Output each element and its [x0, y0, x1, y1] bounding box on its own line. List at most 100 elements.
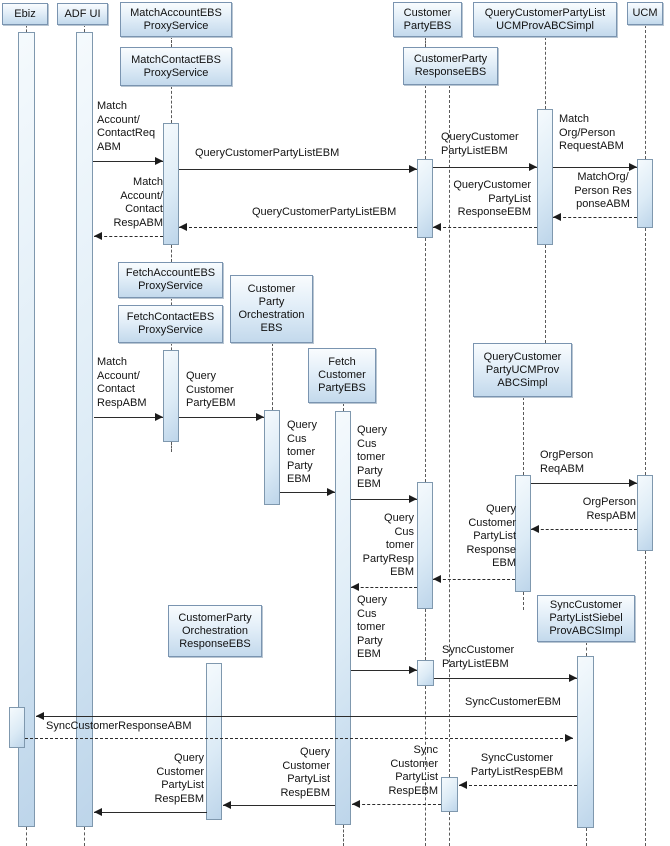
msg-org-person-req-abm-label: OrgPerson ReqABM [540, 449, 594, 475]
msg-sync-customer-party-list-ebm-arrowhead [569, 674, 577, 682]
lifeline-sync-customer-party-list-siebel-seg1 [586, 642, 587, 656]
msg-query-customer-party-list-ebm-2-label: QueryCustomer PartyListEBM [441, 131, 519, 157]
msg-sync-customer-ebm-line [36, 716, 577, 717]
actor-fetch-customer-party-ebs: Fetch Customer PartyEBS [308, 348, 376, 403]
msg-sync-customer-party-list-resp-ebm-line [459, 785, 577, 786]
activation-ucm-2 [637, 475, 653, 551]
msg-query-customer-party-list-ebm-return-label: QueryCustomerPartyListEBM [252, 206, 397, 218]
msg-query-customer-party-resp-ebm-label: Query Cus tomer PartyResp EBM [362, 512, 414, 578]
msg-query-customer-party-list-ebm-return-line [179, 227, 417, 228]
lifeline-sync-customer-party-list-siebel-seg2 [586, 828, 587, 846]
activation-customer-party-ebs-3 [417, 660, 434, 686]
msg-match-account-contact-resp-abm-2-label: Match Account/ Contact RespABM [97, 356, 147, 409]
msg-query-customer-party-ebm-fetch-line [351, 499, 417, 500]
lifeline-fetch-customer-party-seg1 [343, 403, 344, 411]
actor-fetch-contact-ebs-proxy: FetchContactEBS ProxyService [118, 305, 223, 343]
lifeline-match-fetch-proxy-seg3 [171, 245, 172, 262]
msg-org-person-resp-abm-label: OrgPerson RespABM [582, 496, 636, 522]
activation-fetch-customer-party [335, 411, 351, 825]
msg-query-customer-party-ebm-orch-line [280, 492, 335, 493]
activation-sync-customer-party-list-siebel [577, 656, 594, 828]
actor-match-contact-ebs-proxy: MatchContactEBS ProxyService [120, 47, 232, 86]
lifeline-customer-party-ebs-seg3 [425, 238, 426, 482]
lifeline-adf-ui-seg1 [84, 24, 85, 32]
lifeline-adf-ui-seg2 [84, 827, 85, 846]
lifeline-fetch-customer-party-seg2 [343, 825, 344, 846]
msg-query-customer-party-ebm-label: Query Customer PartyEBM [186, 370, 236, 409]
lifeline-orchestration-ebs-seg1 [272, 343, 273, 410]
lifeline-ucm-seg3 [645, 551, 646, 846]
activation-customer-party-ebs-1 [417, 159, 433, 238]
msg-sync-customer-party-list-ebm-line [434, 678, 577, 679]
lifeline-query-customer-party-list-ucm-seg2 [545, 245, 546, 343]
lifeline-query-customer-party-ucm-prov-seg1 [523, 397, 524, 475]
activation-orchestration-response-ebs [206, 663, 222, 820]
msg-match-org-person-request-abm-line [553, 167, 637, 168]
msg-match-account-contact-req-abm-label: Match Account/ ContactReq ABM [97, 100, 156, 153]
actor-ebiz: Ebiz [2, 3, 48, 25]
activation-match-proxy-1 [163, 123, 179, 245]
lifeline-ebiz-seg1 [26, 25, 27, 32]
msg-match-account-contact-resp-abm-1-arrowhead [94, 232, 102, 240]
msg-query-customer-party-list-ebm-req-label: QueryCustomerPartyListEBM [195, 147, 340, 159]
msg-sync-customer-response-abm-line [25, 738, 573, 739]
msg-sync-customer-ebm-arrowhead [36, 712, 44, 720]
lifeline-ebiz-seg2 [26, 827, 27, 846]
msg-query-customer-party-resp-ebm-arrowhead [351, 583, 359, 591]
msg-query-customer-party-ebm-sync-line [351, 670, 417, 671]
lifeline-customer-party-ebs-seg2 [425, 85, 426, 159]
msg-sync-customer-party-list-resp-ebm-2-line [352, 804, 441, 805]
msg-query-customer-party-list-ebm-req-line [179, 169, 417, 170]
msg-query-customer-party-list-response-ebm-label: QueryCustomer PartyList ResponseEBM [453, 179, 531, 218]
activation-orchestration-ebs [264, 410, 280, 505]
msg-sync-customer-party-list-resp-ebm-arrowhead [459, 781, 467, 789]
msg-query-customer-party-list-ebm-2-arrowhead [529, 163, 537, 171]
msg-query-customer-party-ebm-orch-label: Query Cus tomer Party EBM [287, 419, 317, 485]
msg-sync-customer-ebm-label: SyncCustomerEBM [465, 696, 561, 708]
activation-ebiz [18, 32, 35, 827]
activation-query-customer-party-ucm-prov [515, 475, 531, 592]
msg-query-customer-party-ebm-sync-arrowhead [409, 666, 417, 674]
msg-match-account-contact-resp-abm-2-arrowhead [155, 413, 163, 421]
msg-org-person-req-abm-arrowhead [629, 479, 637, 487]
actor-customer-party-orchestration-response-ebs: CustomerParty Orchestration ResponseEBS [168, 605, 262, 657]
msg-query-customer-party-list-response-ebm-2-label: Query Customer PartyList Response EBM [466, 503, 516, 569]
lifeline-query-customer-party-list-ucm-seg1 [545, 37, 546, 109]
msg-query-customer-party-list-resp-ebm-1-line [223, 805, 335, 806]
lifeline-match-fetch-proxy-seg2 [171, 86, 172, 123]
actor-query-customer-party-list-ucm-prov: QueryCustomerPartyList UCMProvABCSimpl [473, 2, 617, 37]
lifeline-match-fetch-proxy-seg1 [171, 36, 172, 47]
msg-match-account-contact-req-abm-arrowhead [155, 157, 163, 165]
activation-query-customer-party-list-ucm [537, 109, 553, 245]
activation-customer-party-ebs-2 [417, 482, 433, 609]
msg-query-customer-party-ebm-fetch-label: Query Cus tomer Party EBM [357, 424, 387, 490]
msg-sync-customer-party-list-resp-ebm-label: SyncCustomer PartyListRespEBM [470, 752, 564, 778]
msg-query-customer-party-ebm-line [179, 417, 264, 418]
msg-match-org-person-request-abm-arrowhead [629, 163, 637, 171]
actor-ucm: UCM [627, 2, 663, 25]
lifeline-query-customer-party-ucm-prov-seg2 [523, 592, 524, 610]
msg-match-account-contact-resp-abm-2-line [94, 417, 163, 418]
activation-adf-ui [76, 32, 93, 827]
lifeline-customer-party-response-ebs-seg1 [449, 85, 450, 777]
msg-query-customer-party-list-resp-ebm-1-arrowhead [223, 801, 231, 809]
actor-customer-party-orchestration-ebs: Customer Party Orchestration EBS [230, 275, 313, 343]
msg-query-customer-party-list-ebm-2-line [433, 167, 537, 168]
msg-org-person-req-abm-line [531, 483, 637, 484]
msg-query-customer-party-list-response-ebm-2-arrowhead [433, 575, 441, 583]
lifeline-customer-party-ebs-seg1 [425, 37, 426, 47]
msg-match-org-person-response-abm-line [553, 217, 637, 218]
actor-fetch-account-ebs-proxy: FetchAccountEBS ProxyService [118, 262, 223, 298]
actor-adf-ui: ADF UI [57, 3, 108, 25]
msg-sync-customer-response-abm-arrowhead [565, 734, 573, 742]
msg-match-org-person-response-abm-arrowhead [553, 213, 561, 221]
lifeline-customer-party-response-ebs-seg2 [449, 812, 450, 846]
activation-fetch-proxy-2 [163, 350, 179, 442]
msg-query-customer-party-list-resp-ebm-2-line [94, 812, 207, 813]
actor-query-customer-party-ucm-prov-abcsimpl: QueryCustomer PartyUCMProv ABCSimpl [473, 343, 572, 397]
msg-match-account-contact-req-abm-line [93, 161, 163, 162]
activation-ucm-1 [637, 159, 653, 228]
msg-query-customer-party-resp-ebm-line [351, 587, 417, 588]
actor-match-account-ebs-proxy: MatchAccountEBS ProxyService [120, 2, 232, 37]
